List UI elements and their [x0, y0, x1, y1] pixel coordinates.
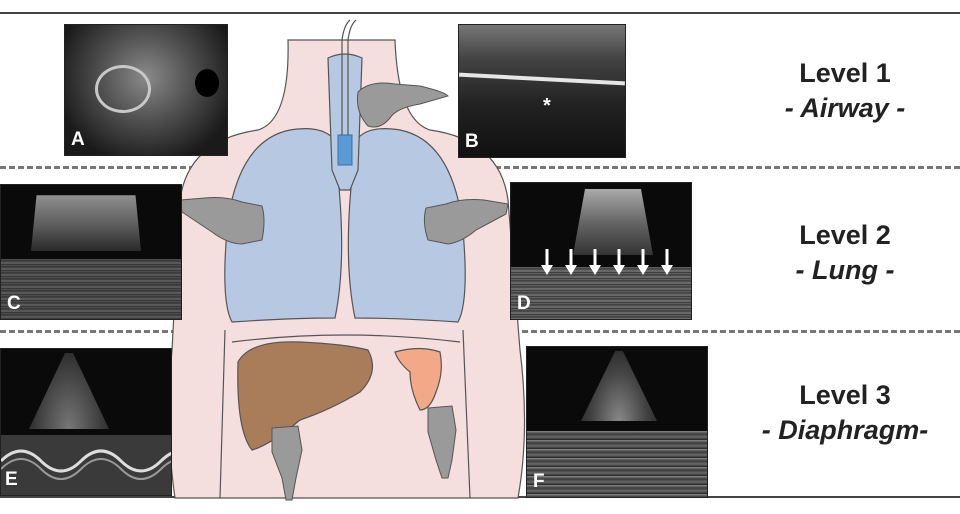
ultrasound-panel-f: F: [526, 346, 708, 498]
ultrasound-panel-e: E: [0, 348, 172, 496]
panel-label-d: D: [517, 293, 531, 315]
m-mode-trace-f: [527, 431, 707, 497]
level-2-subtitle: - Lung -: [735, 252, 955, 288]
level-2-label: Level 2 - Lung -: [735, 218, 955, 288]
lung-point-arrows: [511, 183, 691, 319]
ultrasound-panel-c: C: [0, 184, 182, 320]
level-3-title: Level 3: [735, 378, 955, 412]
trachea: [328, 54, 362, 190]
b-mode-image-c: [31, 189, 141, 251]
trachea-echo: [95, 65, 151, 113]
asterisk-icon: *: [543, 95, 551, 118]
m-mode-trace-e: [1, 349, 171, 495]
ultrasound-panel-b: * B: [458, 24, 626, 158]
level-1-label: Level 1 - Airway -: [735, 56, 955, 126]
vessel-echo: [195, 69, 219, 97]
panel-label-c: C: [7, 293, 21, 315]
panel-label-e: E: [5, 469, 18, 491]
endotracheal-tube: [338, 135, 352, 165]
level-3-subtitle: - Diaphragm-: [735, 412, 955, 448]
level-1-title: Level 1: [735, 56, 955, 90]
panel-label-b: B: [465, 131, 479, 153]
ultrasound-panel-a: A: [64, 24, 228, 156]
panel-label-a: A: [71, 129, 85, 151]
level-2-title: Level 2: [735, 218, 955, 252]
level-1-subtitle: - Airway -: [735, 90, 955, 126]
b-mode-image-f: [581, 351, 657, 421]
pleural-line: [459, 73, 625, 86]
level-3-label: Level 3 - Diaphragm-: [735, 378, 955, 448]
panel-label-f: F: [533, 471, 545, 493]
ultrasound-panel-d: D: [510, 182, 692, 320]
m-mode-trace-c: [1, 259, 181, 319]
